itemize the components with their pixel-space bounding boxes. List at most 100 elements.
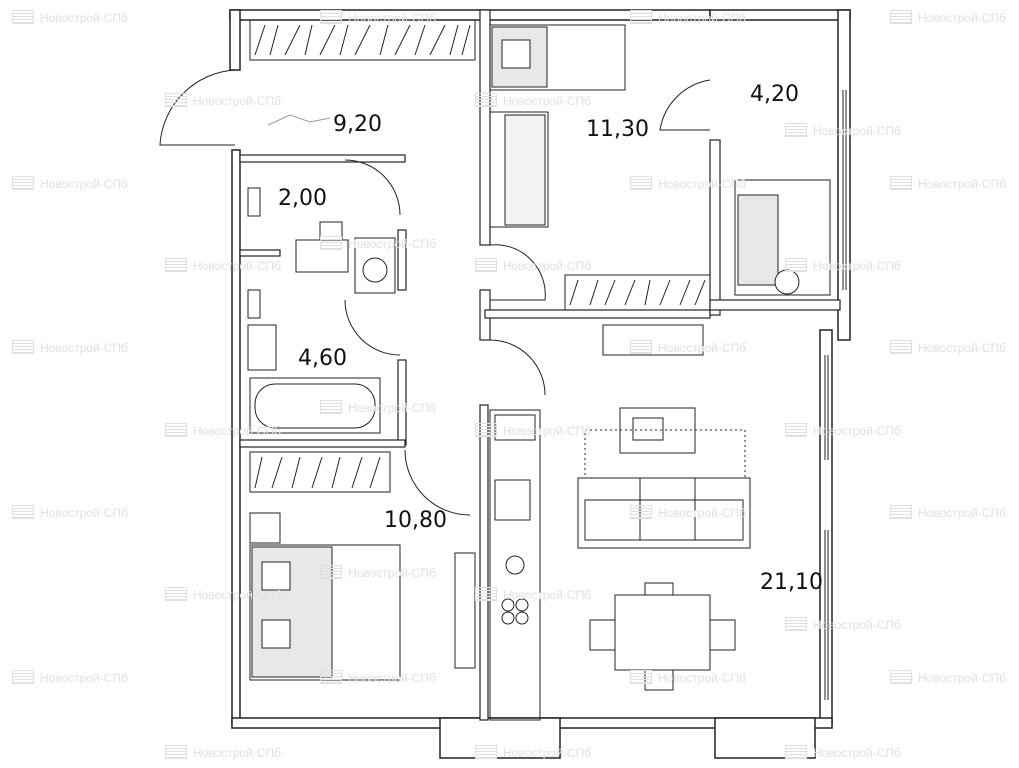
building-icon: [630, 505, 652, 519]
watermark-text: Новострой-СПб: [348, 237, 436, 251]
building-icon: [630, 10, 652, 24]
watermark: Новострой-СПб: [320, 10, 436, 25]
watermark-text: Новострой-СПб: [193, 424, 281, 438]
building-icon: [475, 258, 497, 272]
building-icon: [320, 236, 342, 250]
watermark: Новострой-СПб: [475, 745, 591, 760]
watermark-text: Новострой-СПб: [40, 11, 128, 25]
watermark-text: Новострой-СПб: [918, 177, 1006, 191]
building-icon: [165, 93, 187, 107]
building-icon: [630, 176, 652, 190]
watermark: Новострой-СПб: [165, 745, 281, 760]
watermark: Новострой-СПб: [785, 258, 901, 273]
watermark-text: Новострой-СПб: [658, 11, 746, 25]
watermark-text: Новострой-СПб: [193, 746, 281, 760]
watermark: Новострой-СПб: [475, 93, 591, 108]
watermark: Новострой-СПб: [785, 745, 901, 760]
watermark: Новострой-СПб: [320, 565, 436, 580]
watermark: Новострой-СПб: [165, 93, 281, 108]
room-area-toilet: 2,00: [278, 186, 327, 211]
building-icon: [320, 670, 342, 684]
room-area-living-kitchen: 21,10: [760, 570, 823, 595]
building-icon: [890, 10, 912, 24]
building-icon: [12, 340, 34, 354]
wardrobes: [249, 19, 711, 493]
building-icon: [475, 93, 497, 107]
watermark: Новострой-СПб: [12, 176, 128, 191]
watermark: Новострой-СПб: [890, 340, 1006, 355]
watermark-text: Новострой-СПб: [348, 671, 436, 685]
watermark: Новострой-СПб: [630, 10, 746, 25]
building-icon: [475, 745, 497, 759]
watermark-text: Новострой-СПб: [503, 94, 591, 108]
watermark: Новострой-СПб: [320, 670, 436, 685]
watermark-text: Новострой-СПб: [40, 341, 128, 355]
watermark: Новострой-СПб: [630, 176, 746, 191]
watermark: Новострой-СПб: [165, 423, 281, 438]
watermark-text: Новострой-СПб: [193, 94, 281, 108]
watermark: Новострой-СПб: [12, 670, 128, 685]
watermark-text: Новострой-СПб: [348, 401, 436, 415]
watermark-text: Новострой-СПб: [503, 424, 591, 438]
watermark: Новострой-СПб: [320, 400, 436, 415]
room-area-bedroom: 10,80: [384, 508, 447, 533]
watermark-text: Новострой-СПб: [813, 424, 901, 438]
building-icon: [475, 423, 497, 437]
watermark: Новострой-СПб: [12, 505, 128, 520]
watermark: Новострой-СПб: [12, 10, 128, 25]
watermark-text: Новострой-СПб: [40, 506, 128, 520]
watermark: Новострой-СПб: [165, 258, 281, 273]
watermark-text: Новострой-СПб: [918, 506, 1006, 520]
watermark-text: Новострой-СПб: [503, 259, 591, 273]
watermark-text: Новострой-СПб: [348, 11, 436, 25]
watermark: Новострой-СПб: [890, 505, 1006, 520]
watermark-text: Новострой-СПб: [658, 177, 746, 191]
furniture: [247, 24, 831, 721]
building-icon: [785, 617, 807, 631]
watermark: Новострой-СПб: [165, 587, 281, 602]
watermark: Новострой-СПб: [320, 236, 436, 251]
building-icon: [165, 423, 187, 437]
watermark-text: Новострой-СПб: [813, 124, 901, 138]
watermark-text: Новострой-СПб: [813, 259, 901, 273]
building-icon: [12, 176, 34, 190]
room-area-hallway: 9,20: [333, 112, 382, 137]
watermark: Новострой-СПб: [785, 423, 901, 438]
building-icon: [12, 10, 34, 24]
watermark: Новострой-СПб: [890, 670, 1006, 685]
building-icon: [320, 400, 342, 414]
building-icon: [890, 505, 912, 519]
watermark-text: Новострой-СПб: [348, 566, 436, 580]
watermark-text: Новострой-СПб: [658, 341, 746, 355]
watermark-text: Новострой-СПб: [813, 618, 901, 632]
building-icon: [12, 670, 34, 684]
watermark: Новострой-СПб: [475, 423, 591, 438]
outer-walls: [229, 9, 851, 759]
windows: [824, 90, 847, 700]
watermark: Новострой-СПб: [475, 258, 591, 273]
watermark: Новострой-СПб: [630, 340, 746, 355]
building-icon: [785, 258, 807, 272]
building-icon: [320, 565, 342, 579]
room-area-balcony: 4,20: [750, 82, 799, 107]
building-icon: [630, 670, 652, 684]
building-icon: [890, 340, 912, 354]
building-icon: [475, 587, 497, 601]
building-icon: [890, 176, 912, 190]
watermark: Новострой-СПб: [785, 617, 901, 632]
watermark-text: Новострой-СПб: [193, 259, 281, 273]
building-icon: [785, 123, 807, 137]
watermark-text: Новострой-СПб: [918, 671, 1006, 685]
watermark-text: Новострой-СПб: [503, 588, 591, 602]
watermark-text: Новострой-СПб: [40, 177, 128, 191]
watermark-text: Новострой-СПб: [503, 746, 591, 760]
room-area-bedroom-small: 11,30: [586, 117, 649, 142]
watermark: Новострой-СПб: [785, 123, 901, 138]
building-icon: [320, 10, 342, 24]
watermark: Новострой-СПб: [630, 505, 746, 520]
watermark: Новострой-СПб: [890, 176, 1006, 191]
watermark: Новострой-СПб: [12, 340, 128, 355]
